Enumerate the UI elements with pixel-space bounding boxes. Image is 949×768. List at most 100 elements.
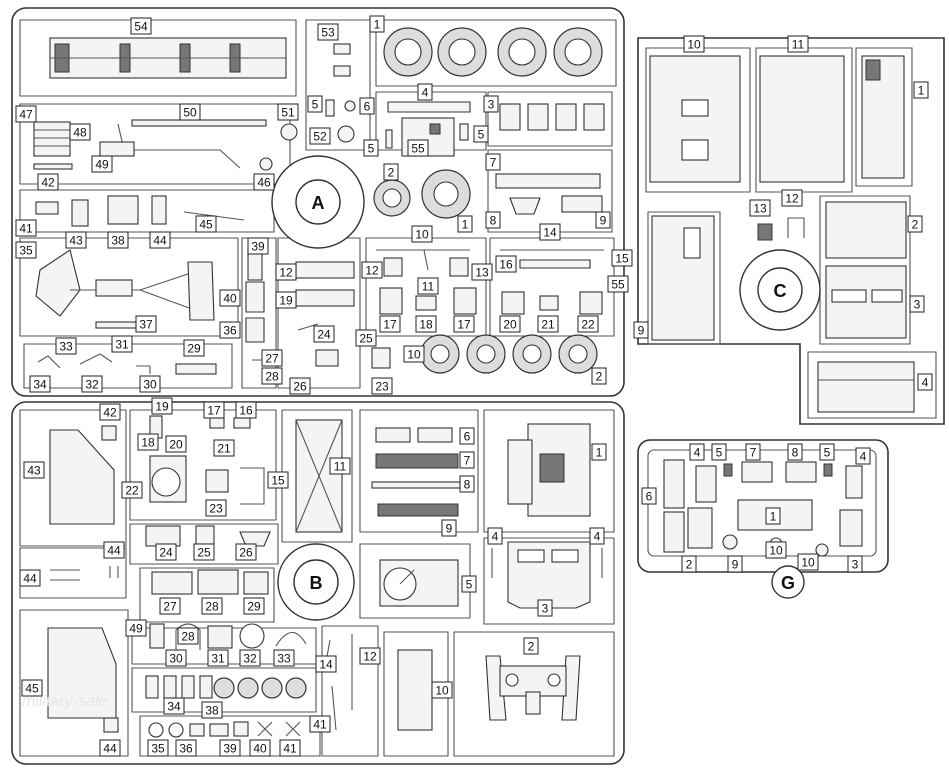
part-label-a-17: 17 <box>379 315 401 333</box>
sprue-g-hub: G <box>771 565 805 599</box>
part-number: 5 <box>478 128 485 142</box>
part-number: 1 <box>918 84 925 98</box>
part-number: 10 <box>435 684 449 698</box>
part-number: 4 <box>594 530 601 544</box>
part-b48 <box>47 627 117 719</box>
part-number: 10 <box>415 228 429 242</box>
part-number: 3 <box>852 558 859 572</box>
part-number: 29 <box>187 342 201 356</box>
part-number: 44 <box>153 234 167 248</box>
part-label-a-19: 19 <box>275 291 297 309</box>
part-c9 <box>651 215 715 341</box>
part-b17 <box>209 417 225 429</box>
part-c13 <box>757 223 773 241</box>
part-number: 17 <box>457 318 471 332</box>
part-label-a-10: 10 <box>403 345 425 363</box>
part-a53 <box>333 43 351 77</box>
part-label-c-13: 13 <box>749 199 771 217</box>
part-number: 22 <box>581 318 595 332</box>
part-label-b-7: 7 <box>459 451 475 469</box>
part-label-b-29: 29 <box>243 597 265 615</box>
part-number: 6 <box>464 430 471 444</box>
part-number: 5 <box>466 578 473 592</box>
part-number: 11 <box>792 38 805 52</box>
part-number: 12 <box>279 266 293 280</box>
part-a50 <box>131 119 267 127</box>
part-label-a-14: 14 <box>539 223 561 241</box>
part-number: 28 <box>181 630 195 644</box>
part-number: 40 <box>223 292 237 306</box>
part-label-b-4: 4 <box>487 527 503 545</box>
part-b3-cab <box>507 541 591 609</box>
part-a8 <box>509 197 541 215</box>
part-number: 44 <box>107 544 121 558</box>
part-b15 <box>240 467 265 505</box>
part-label-a-15: 15 <box>611 249 633 267</box>
part-label-a-34: 34 <box>29 375 51 393</box>
part-label-a-45: 45 <box>195 215 217 233</box>
part-label-a-43: 43 <box>65 231 87 249</box>
sprue-a-hub: A <box>271 155 365 249</box>
watermark: military-sale <box>22 693 107 710</box>
part-label-a-5: 5 <box>473 125 489 143</box>
part-a6 <box>344 100 356 112</box>
part-label-b-44: 44 <box>103 541 125 559</box>
part-number: 13 <box>475 266 489 280</box>
part-number: 27 <box>265 352 279 366</box>
part-g4-right <box>845 465 863 499</box>
sprue-a: A <box>11 7 625 397</box>
part-g10-right <box>815 543 829 557</box>
part-number: 48 <box>73 126 87 140</box>
part-number: 31 <box>115 338 129 352</box>
part-label-a-18: 18 <box>415 315 437 333</box>
part-a36 <box>245 317 265 343</box>
part-label-b-41: 41 <box>309 715 331 733</box>
part-number: 49 <box>129 622 143 636</box>
part-number: 32 <box>243 652 257 666</box>
part-label-g-10: 10 <box>765 541 787 559</box>
part-label-a-1: 1 <box>457 215 473 233</box>
part-label-b-16: 16 <box>235 401 257 419</box>
part-label-g-4: 4 <box>855 447 871 465</box>
part-g7 <box>741 461 773 483</box>
part-a13-plate <box>449 257 469 277</box>
part-a37 <box>95 321 141 329</box>
part-label-b-38: 38 <box>201 701 223 719</box>
sprue-g: G <box>637 439 889 599</box>
part-label-a-8: 8 <box>485 211 501 229</box>
part-label-a-25: 25 <box>355 329 377 347</box>
part-number: 49 <box>95 158 109 172</box>
part-a38 <box>107 195 139 225</box>
part-label-a-32: 32 <box>81 375 103 393</box>
part-label-g-9: 9 <box>727 555 743 573</box>
part-number: 4 <box>922 376 929 390</box>
part-b10 <box>377 503 459 517</box>
part-a1-tires <box>383 27 603 77</box>
part-g8 <box>785 461 817 483</box>
part-label-b-33: 33 <box>273 649 295 667</box>
part-label-b-19: 19 <box>151 397 173 415</box>
part-label-a-54: 54 <box>130 17 152 35</box>
part-label-c-11: 11 <box>787 35 809 53</box>
part-number: 47 <box>19 108 33 122</box>
part-b16 <box>233 417 251 429</box>
part-label-c-1: 1 <box>913 81 929 99</box>
part-label-a-38: 38 <box>107 231 129 249</box>
part-number: 20 <box>503 318 517 332</box>
part-number: 20 <box>169 438 183 452</box>
part-b36-wheels <box>213 677 307 699</box>
part-label-b-24: 24 <box>155 543 177 561</box>
part-number: 26 <box>239 546 253 560</box>
part-b42 <box>285 721 301 737</box>
part-number: 15 <box>271 474 285 488</box>
part-label-b-20: 20 <box>165 435 187 453</box>
part-label-g-6: 6 <box>641 487 657 505</box>
part-number: 1 <box>770 510 777 524</box>
part-a44 <box>151 195 167 225</box>
part-number: 41 <box>19 222 33 236</box>
part-b5-steering <box>379 559 459 607</box>
part-a2-wheels <box>420 334 598 374</box>
part-a42 <box>33 163 73 170</box>
part-label-a-37: 37 <box>135 315 157 333</box>
